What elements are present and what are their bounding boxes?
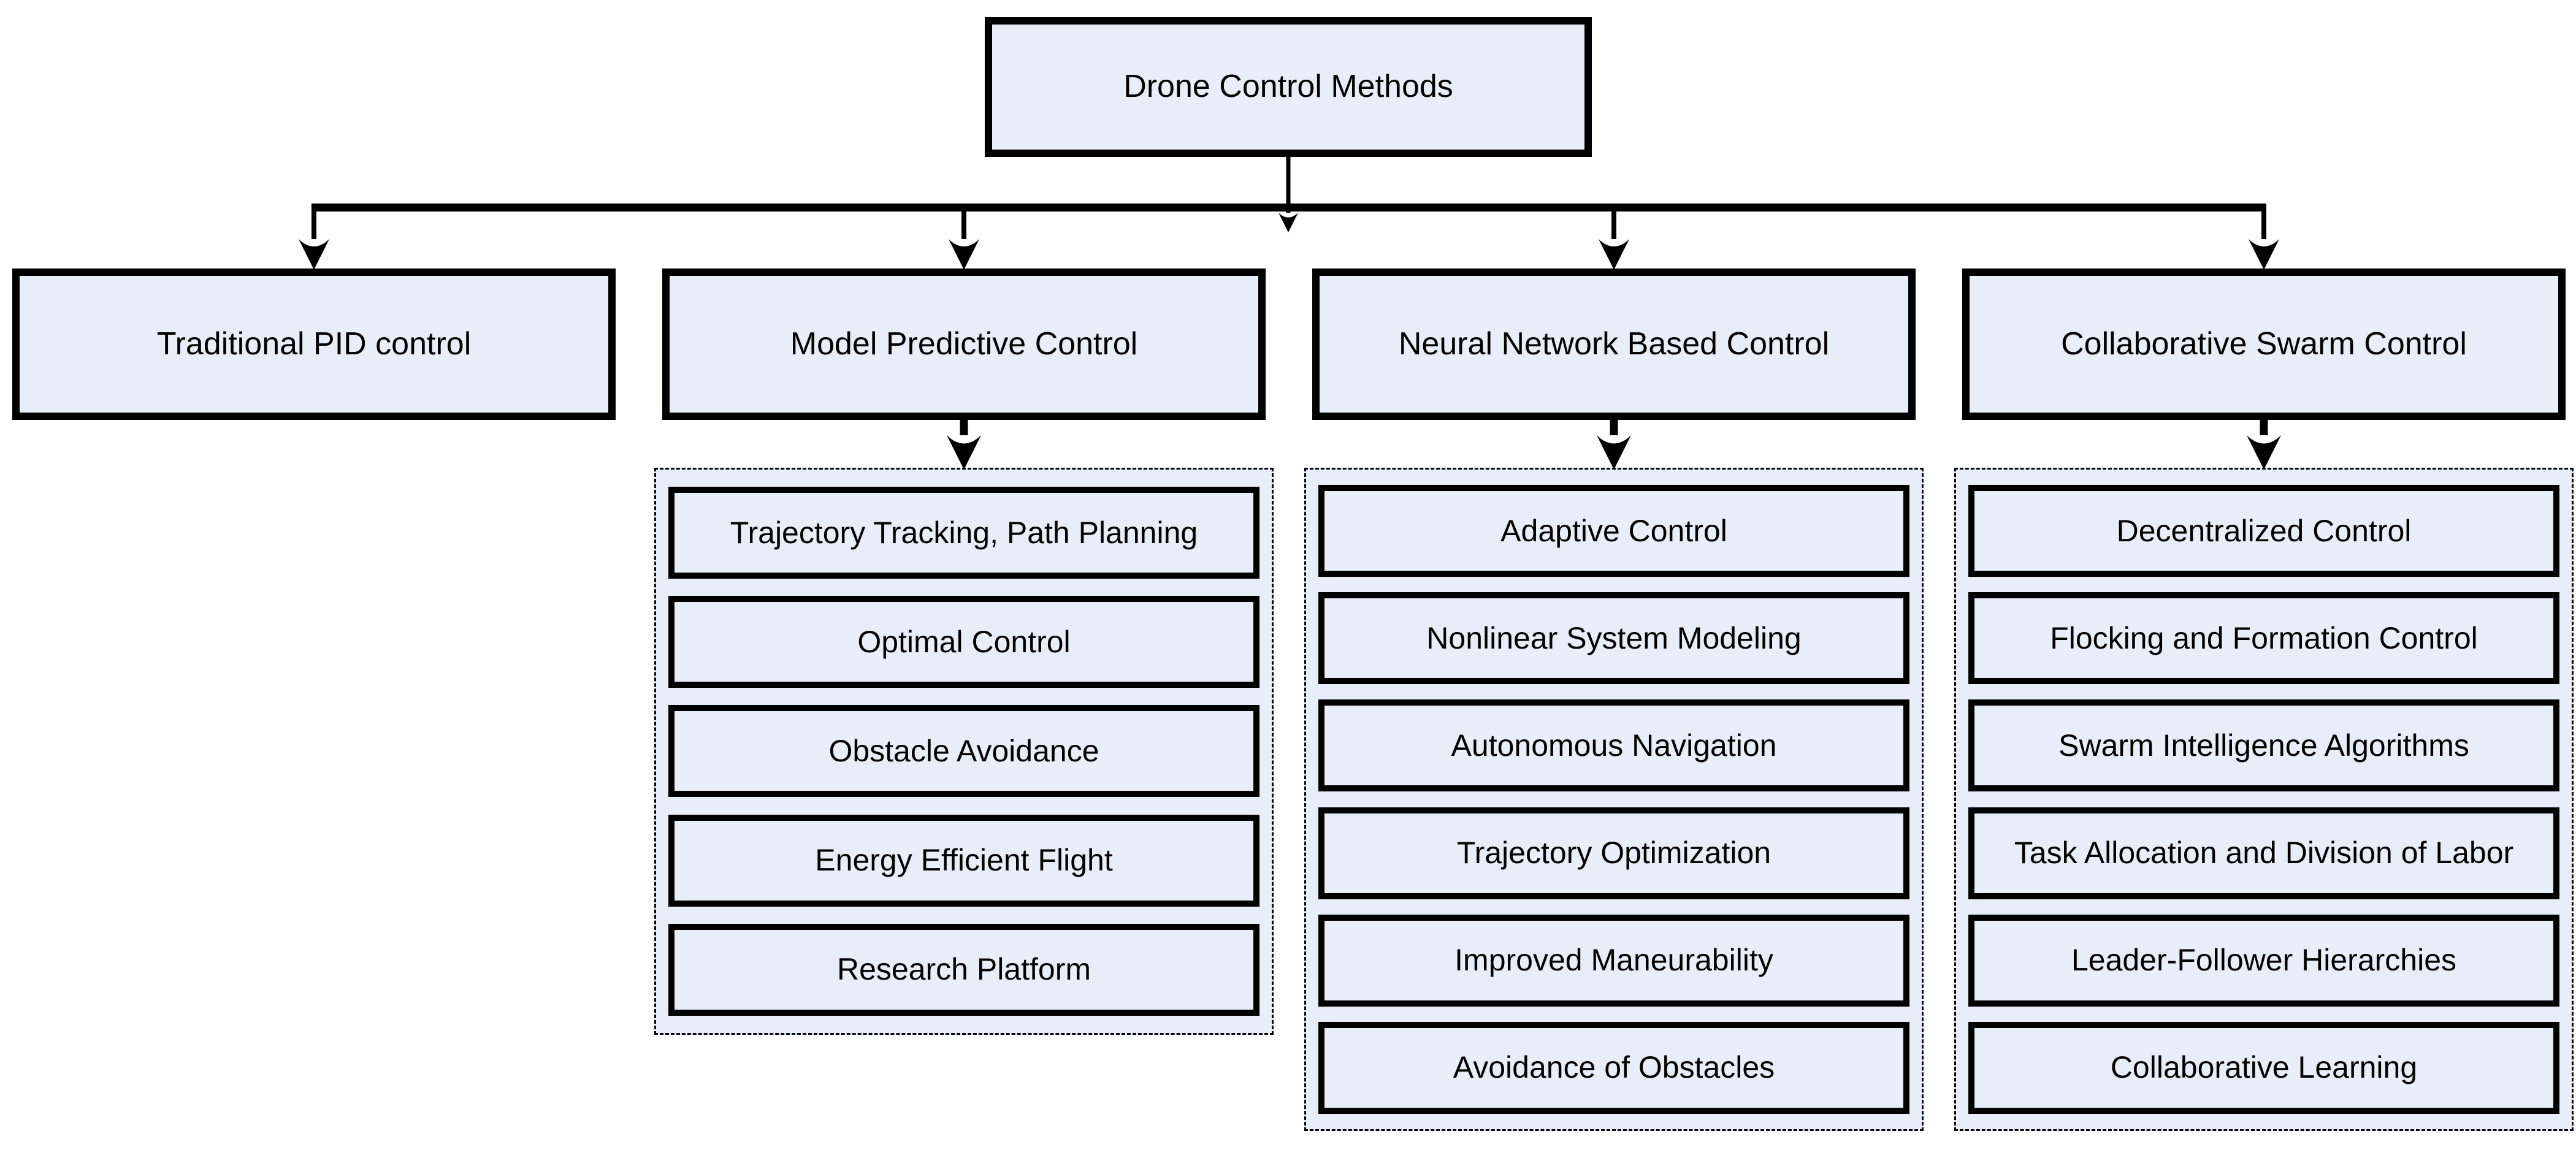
sub-item-trajectory-tracking-path-planning: Trajectory Tracking, Path Planning — [668, 487, 1259, 579]
sub-item-decentralized-control: Decentralized Control — [1968, 485, 2559, 577]
sub-item-label: Obstacle Avoidance — [828, 733, 1099, 768]
root-node-drone-control-methods: Drone Control Methods — [985, 17, 1592, 157]
sub-item-label: Research Platform — [836, 952, 1091, 987]
sub-item-energy-efficient-flight: Energy Efficient Flight — [668, 814, 1259, 907]
branch-label: Collaborative Swarm Control — [2061, 326, 2467, 362]
sub-item-label: Leader-Follower Hierarchies — [2071, 943, 2457, 978]
sub-item-nonlinear-system-modeling: Nonlinear System Modeling — [1318, 592, 1909, 685]
sub-item-improved-maneurability: Improved Maneurability — [1318, 914, 1909, 1007]
sub-item-research-platform: Research Platform — [668, 923, 1259, 1016]
branch-label: Neural Network Based Control — [1398, 326, 1830, 362]
sub-item-label: Nonlinear System Modeling — [1426, 620, 1802, 655]
subgroup-neural-network-based-control: Adaptive Control Nonlinear System Modeli… — [1304, 468, 1924, 1131]
root-node-label: Drone Control Methods — [1123, 69, 1453, 105]
sub-item-label: Trajectory Optimization — [1456, 836, 1771, 870]
sub-item-label: Trajectory Tracking, Path Planning — [730, 515, 1198, 550]
sub-item-label: Avoidance of Obstacles — [1453, 1050, 1775, 1085]
sub-item-obstacle-avoidance: Obstacle Avoidance — [668, 705, 1259, 798]
sub-item-collaborative-learning: Collaborative Learning — [1968, 1021, 2559, 1114]
sub-item-label: Adaptive Control — [1500, 513, 1727, 548]
sub-item-avoidance-of-obstacles: Avoidance of Obstacles — [1318, 1021, 1909, 1114]
sub-item-label: Task Allocation and Division of Labor — [2014, 836, 2514, 870]
sub-item-flocking-and-formation-control: Flocking and Formation Control — [1968, 592, 2559, 685]
sub-item-label: Collaborative Learning — [2110, 1050, 2418, 1085]
sub-item-swarm-intelligence-algorithms: Swarm Intelligence Algorithms — [1968, 699, 2559, 792]
sub-item-label: Swarm Intelligence Algorithms — [2058, 728, 2469, 763]
sub-item-label: Energy Efficient Flight — [815, 843, 1113, 878]
branch-node-neural-network-based-control: Neural Network Based Control — [1312, 269, 1916, 420]
sub-item-label: Improved Maneurability — [1454, 943, 1773, 978]
subgroup-collaborative-swarm-control: Decentralized Control Flocking and Forma… — [1954, 468, 2574, 1131]
branch-label: Model Predictive Control — [790, 326, 1138, 362]
branch-node-collaborative-swarm-control: Collaborative Swarm Control — [1962, 269, 2566, 420]
subgroup-model-predictive-control: Trajectory Tracking, Path Planning Optim… — [654, 468, 1274, 1035]
sub-item-trajectory-optimization: Trajectory Optimization — [1318, 807, 1909, 899]
branch-label: Traditional PID control — [156, 326, 472, 362]
sub-item-label: Optimal Control — [857, 624, 1071, 659]
sub-item-optimal-control: Optimal Control — [668, 596, 1259, 688]
sub-item-label: Autonomous Navigation — [1451, 728, 1777, 763]
branch-node-traditional-pid-control: Traditional PID control — [12, 269, 616, 420]
branch-node-model-predictive-control: Model Predictive Control — [662, 269, 1266, 420]
sub-item-label: Flocking and Formation Control — [2050, 620, 2478, 655]
sub-item-leader-follower-hierarchies: Leader-Follower Hierarchies — [1968, 914, 2559, 1007]
sub-item-autonomous-navigation: Autonomous Navigation — [1318, 699, 1909, 792]
sub-item-task-allocation-and-division-of-labor: Task Allocation and Division of Labor — [1968, 807, 2559, 899]
sub-item-label: Decentralized Control — [2116, 513, 2412, 548]
sub-item-adaptive-control: Adaptive Control — [1318, 485, 1909, 577]
